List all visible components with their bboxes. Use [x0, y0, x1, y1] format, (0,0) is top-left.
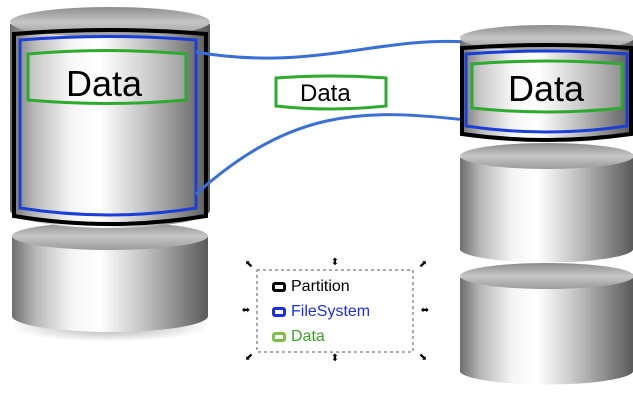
legend-item-filesystem: FileSystem: [272, 302, 370, 322]
right-disk-stack: [460, 25, 633, 385]
left-lower-cylinder: [10, 222, 210, 342]
right-bottom-cylinder: [460, 263, 633, 385]
resize-handle-top-icon[interactable]: ⬍: [330, 257, 340, 268]
link-lines: [195, 39, 467, 196]
legend-label-partition: Partition: [291, 278, 350, 295]
middle-data-label: Data: [300, 80, 351, 107]
left-partition-outline: [12, 28, 208, 226]
data-swatch: [272, 332, 286, 342]
left-disk-stack: [10, 7, 210, 342]
link-line-top: [195, 39, 467, 60]
resize-handle-bottom-left-icon[interactable]: ⬋: [244, 352, 254, 363]
legend-selection-box: [256, 269, 414, 353]
legend-item-data: Data: [272, 327, 325, 347]
resize-handle-bottom-icon[interactable]: ⬍: [330, 353, 340, 364]
resize-handle-top-left-icon[interactable]: ⬉: [244, 259, 254, 270]
link-line-bottom: [195, 113, 467, 196]
legend-item-partition: Partition: [272, 277, 350, 297]
resize-handle-top-right-icon[interactable]: ⬈: [418, 259, 428, 270]
legend[interactable]: Partition FileSystem Data: [246, 265, 422, 357]
resize-handle-left-icon[interactable]: ⬌: [241, 305, 251, 316]
left-data-label: Data: [66, 63, 143, 104]
right-filesystem-outline: [464, 49, 629, 134]
resize-handle-bottom-right-icon[interactable]: ⬊: [418, 352, 428, 363]
right-partition-outline: [460, 43, 633, 142]
left-data-outline: [26, 49, 188, 105]
middle-data-outline: [274, 74, 388, 111]
resize-handle-right-icon[interactable]: ⬌: [420, 305, 430, 316]
filesystem-swatch: [272, 307, 286, 317]
partition-swatch: [272, 282, 286, 292]
right-data-outline: [470, 59, 624, 114]
right-middle-cylinder: [460, 143, 633, 263]
legend-label-data: Data: [291, 328, 325, 345]
legend-label-filesystem: FileSystem: [291, 303, 371, 320]
right-data-label: Data: [508, 68, 585, 109]
left-filesystem-outline: [18, 35, 198, 217]
